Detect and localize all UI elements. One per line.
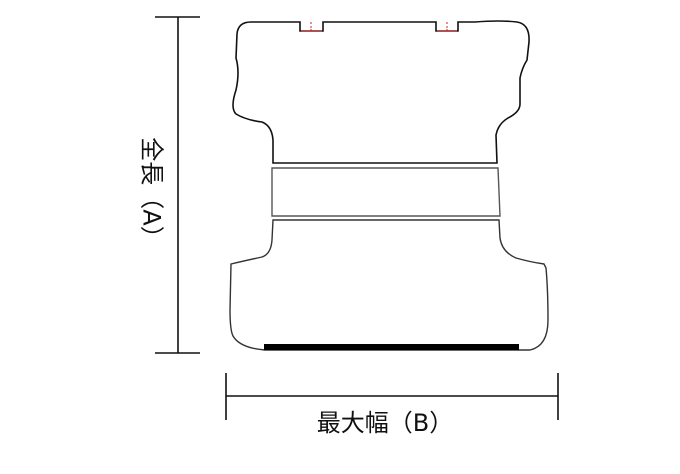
length-dimension-line: [155, 16, 200, 354]
total-length-label-box: 全長（A）: [134, 118, 174, 268]
lower-mat-section: [229, 219, 549, 351]
width-dimension-line: [225, 373, 559, 420]
max-width-label: 最大幅（B）: [316, 408, 454, 437]
upper-mat-section: [232, 20, 530, 164]
total-length-label: 全長（A）: [137, 136, 166, 250]
heel-pad: [264, 344, 519, 350]
middle-band: [271, 167, 501, 217]
fixing-hook-left: [301, 22, 322, 32]
fixing-hook-right: [437, 22, 457, 32]
